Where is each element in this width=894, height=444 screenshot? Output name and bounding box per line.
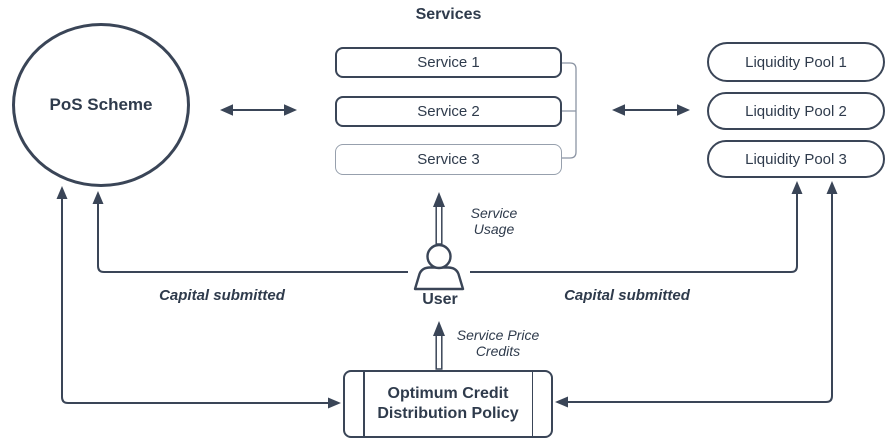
node-liquidity-pool-2: Liquidity Pool 2 [707,92,885,130]
arrow-capital-left [92,191,408,273]
arrow-service-price [433,321,445,370]
service-price-line2: Credits [475,343,521,360]
liquidity-pool-3-label: Liquidity Pool 3 [745,150,847,168]
capital-submitted-right-label: Capital submitted [564,287,690,304]
node-liquidity-pool-3: Liquidity Pool 3 [707,140,885,178]
services-bracket [562,62,577,159]
service-2-label: Service 2 [417,103,480,120]
node-liquidity-pool-1: Liquidity Pool 1 [707,42,885,82]
service-price-line1: Service Price [456,327,540,343]
policy-box-left-rule [363,372,365,436]
service-usage-label: Service Usage [454,205,534,237]
arrow-services-pools [612,104,690,116]
arrow-service-usage [433,192,445,245]
arrow-policy-pos [56,186,341,409]
liquidity-pool-2-label: Liquidity Pool 2 [745,102,847,120]
node-pos-scheme: PoS Scheme [12,23,190,187]
liquidity-pool-1-label: Liquidity Pool 1 [745,53,847,71]
service-usage-line2: Usage [473,221,515,238]
pos-scheme-label: PoS Scheme [49,95,153,114]
node-policy-box: Optimum Credit Distribution Policy [343,370,553,438]
user-label: User [422,291,458,308]
capital-submitted-left-label: Capital submitted [159,287,285,304]
policy-box-label-line1: Optimum Credit [387,385,509,402]
policy-box-label-line2: Distribution Policy [377,405,519,422]
user-icon [413,243,465,291]
service-usage-line1: Service [470,205,518,221]
policy-box-right-rule [531,372,533,436]
service-1-label: Service 1 [417,54,480,71]
service-3-label: Service 3 [417,151,480,168]
node-service-2: Service 2 [335,96,562,127]
arrow-capital-right [470,181,803,273]
node-service-1: Service 1 [335,47,562,78]
arrow-pos-services [220,104,297,116]
services-group-title: Services [415,6,482,23]
node-service-3: Service 3 [335,144,562,175]
arrow-policy-pool [555,181,838,408]
service-price-credits-label: Service Price Credits [448,327,548,359]
